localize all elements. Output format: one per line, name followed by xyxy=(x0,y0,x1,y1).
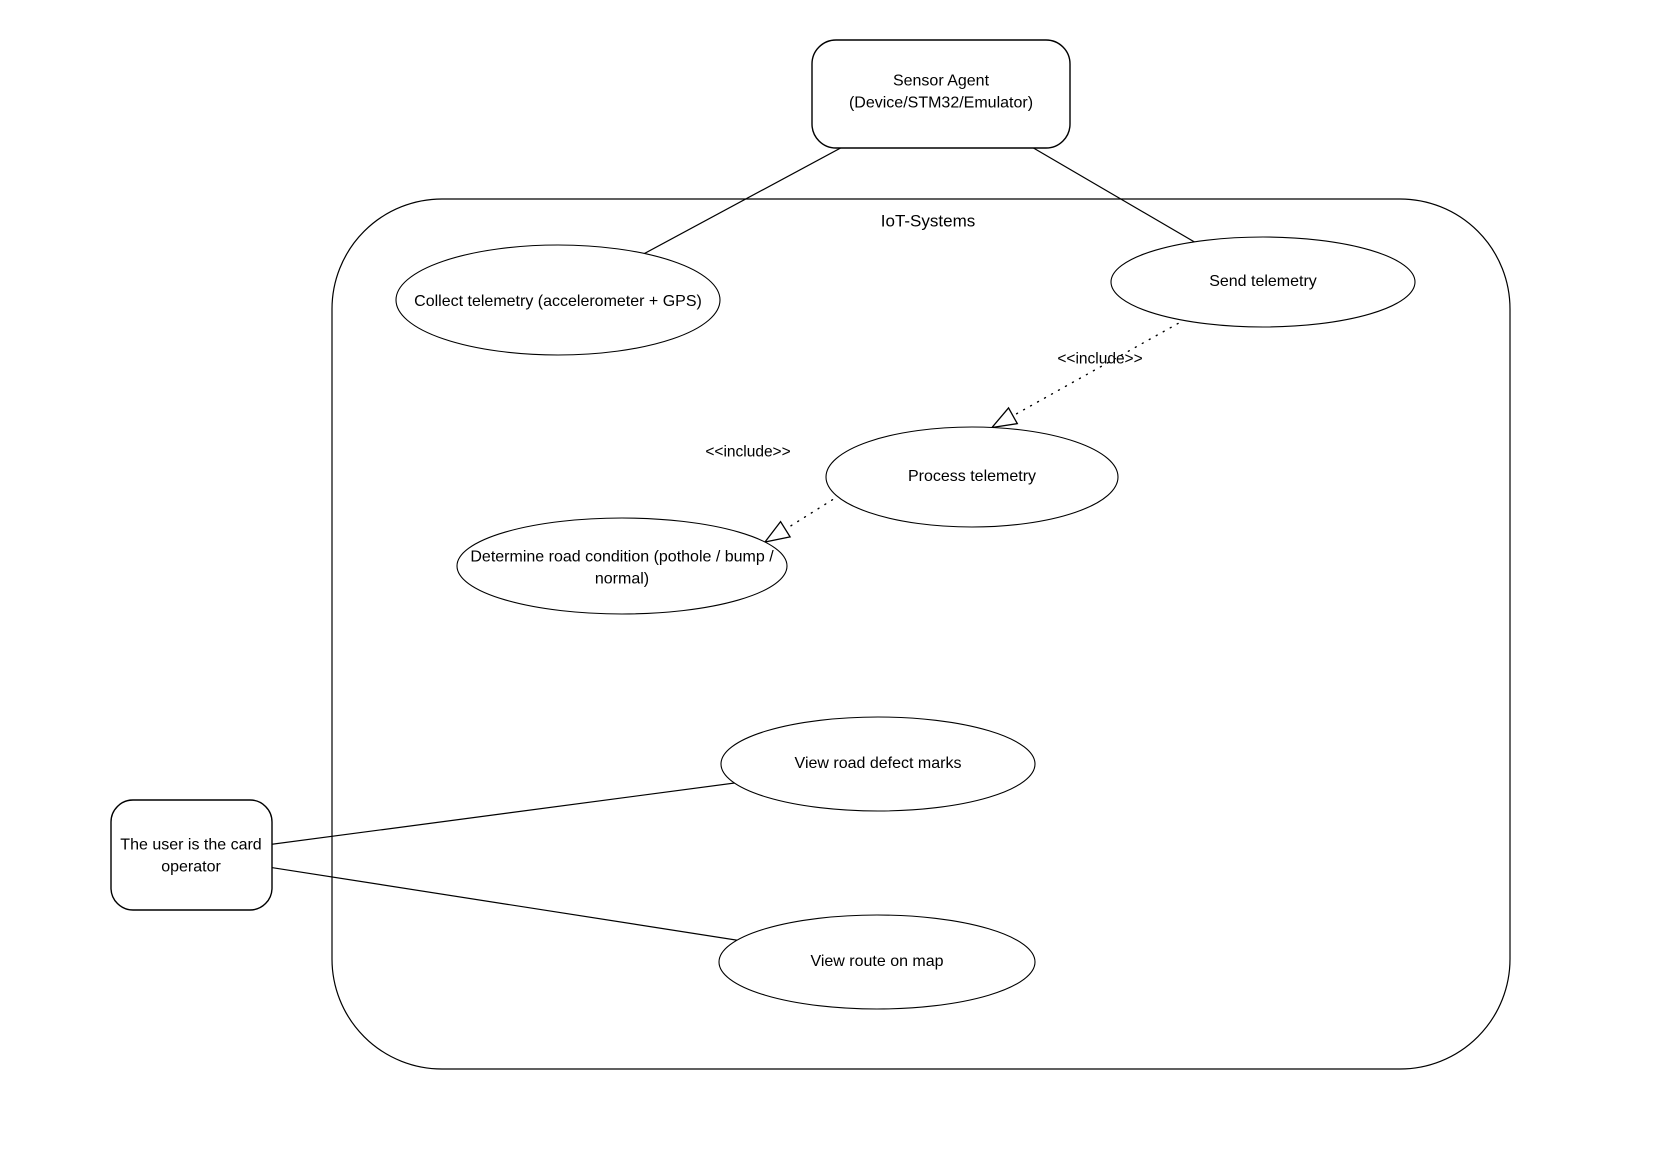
use-case-view-route-on-map-label: View route on map xyxy=(810,953,944,971)
use-case-view-road-defect-marks-label: View road defect marks xyxy=(794,755,962,773)
use-case-process-telemetry-label: Process telemetry xyxy=(907,468,1037,486)
actor-sensor-agent-box xyxy=(811,39,1071,149)
include-send-telemetry-process-telemetry xyxy=(990,299,1221,429)
include-stereotype-label-send-process: <<include>> xyxy=(1057,350,1143,368)
actor-sensor-agent-label: Sensor Agent (Device/STM32/Emulator) xyxy=(848,72,1034,111)
use-case-determine-road-condition-label: Determine road condition (pothole / bump… xyxy=(470,548,774,587)
system-boundary-label: IoT-Systems xyxy=(880,211,976,231)
include-stereotype-label-process-determine: <<include>> xyxy=(705,443,791,461)
use-case-view-road-defect-marks xyxy=(720,716,1036,812)
include-process-telemetry-determine-road-condition xyxy=(763,469,881,543)
use-case-send-telemetry xyxy=(1110,236,1416,328)
actor-card-operator-box xyxy=(110,799,273,911)
use-case-view-route-on-map xyxy=(718,914,1036,1010)
use-case-collect-telemetry-label: Collect telemetry (accelerometer + GPS) xyxy=(414,293,702,311)
system-boundary-box xyxy=(331,198,1511,1070)
use-case-send-telemetry-label: Send telemetry xyxy=(1209,273,1317,291)
use-case-process-telemetry xyxy=(825,426,1119,528)
actor-card-operator-label: The user is the card operator xyxy=(120,836,262,875)
use-case-determine-road-condition xyxy=(456,517,788,615)
use-case-collect-telemetry xyxy=(395,244,721,356)
